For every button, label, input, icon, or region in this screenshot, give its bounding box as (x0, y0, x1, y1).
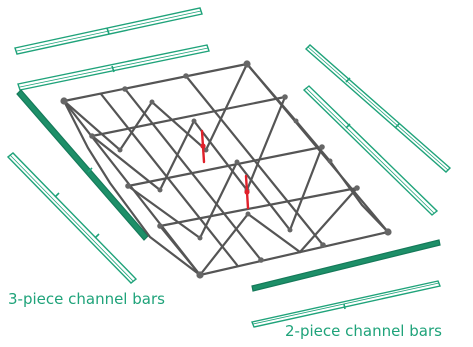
channel-bar (251, 239, 441, 292)
channel-bar (17, 44, 210, 91)
hub-link-points (200, 143, 250, 195)
channel-bar (6, 152, 138, 284)
three-piece-channel-bars-label: 3-piece channel bars (8, 290, 165, 308)
two-piece-channel-bars-label: 2-piece channel bars (285, 322, 442, 340)
channel-bars (6, 7, 452, 328)
channel-bar (304, 44, 452, 173)
channel-bar-joints (54, 27, 400, 310)
frame (62, 62, 390, 277)
channel-bar (14, 7, 203, 55)
frame-joints (60, 60, 392, 279)
channel-bar (302, 85, 439, 216)
channel-bar (251, 280, 441, 328)
